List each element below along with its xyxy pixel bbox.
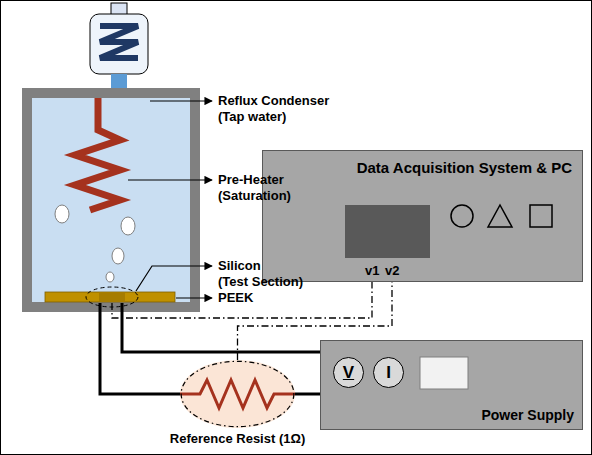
resistor-outline: [181, 361, 294, 426]
condenser-cap: [111, 3, 127, 15]
label-holder: Silicon (Test Section): [218, 258, 308, 290]
power-supply-fill: [320, 340, 583, 430]
silicon-test-section: [99, 292, 125, 302]
channel-label: v1: [365, 263, 379, 279]
power-wire: [100, 303, 180, 394]
ammeter-dial: I: [373, 357, 404, 388]
daq-input-module: [345, 205, 430, 258]
square-symbol: [530, 205, 552, 227]
vessel-wall: [22, 88, 200, 312]
condenser-neck: [111, 74, 127, 89]
dial-letter: I: [386, 363, 391, 382]
condenser-coil: [100, 26, 138, 58]
dial-letter: V: [343, 363, 354, 382]
pre-heater-coil: [75, 98, 120, 210]
triangle-symbol: [488, 205, 512, 227]
power-wire: [295, 393, 320, 396]
part-label: Pre-Heater (Saturation): [218, 172, 308, 204]
vapor-bubble: [55, 205, 69, 223]
part-label: Silicon (Test Section): [218, 258, 308, 290]
leader-arrow: [176, 297, 212, 298]
vapor-bubble: [106, 272, 114, 282]
panel-title: Power Supply: [481, 407, 574, 424]
channel-label: v2: [385, 263, 399, 279]
reference-resistor: Reference Resist (1Ω): [180, 360, 295, 428]
peek-holder: [45, 292, 175, 302]
label-holder: v1: [365, 263, 379, 279]
signal-line: [238, 282, 393, 360]
label-holder: Pre-Heater (Saturation): [218, 172, 308, 204]
leader-arrow: [128, 179, 212, 180]
label-holder: v2: [385, 263, 399, 279]
condenser-body: [90, 14, 148, 74]
power-wire: [122, 303, 320, 352]
display-screen: [420, 357, 468, 389]
circle-symbol: [451, 205, 473, 227]
vapor-bubble: [121, 217, 135, 235]
resistor-symbol: [180, 380, 295, 408]
resistor-outline: [180, 360, 295, 428]
panel-title: Data Acquisition System & PC: [357, 159, 572, 177]
resistor-label: Reference Resist (1Ω): [170, 431, 305, 447]
resistor-fill: [180, 360, 295, 428]
power-supply-panel: Power Supply V I: [320, 340, 583, 430]
leader-arrow: [136, 266, 212, 291]
daq-panel: Data Acquisition System & PC: [262, 150, 583, 282]
vapor-bubble: [112, 248, 124, 264]
liquid-pool: [32, 98, 190, 302]
label-holder: PEEK: [218, 290, 308, 306]
voltmeter-dial: V: [333, 357, 364, 388]
leader-arrow: [150, 100, 212, 101]
label-holder: Reflux Condenser (Tap water): [218, 93, 336, 125]
part-label: Reflux Condenser (Tap water): [218, 93, 336, 125]
daq-fill: [262, 150, 583, 282]
part-label: PEEK: [218, 290, 308, 306]
